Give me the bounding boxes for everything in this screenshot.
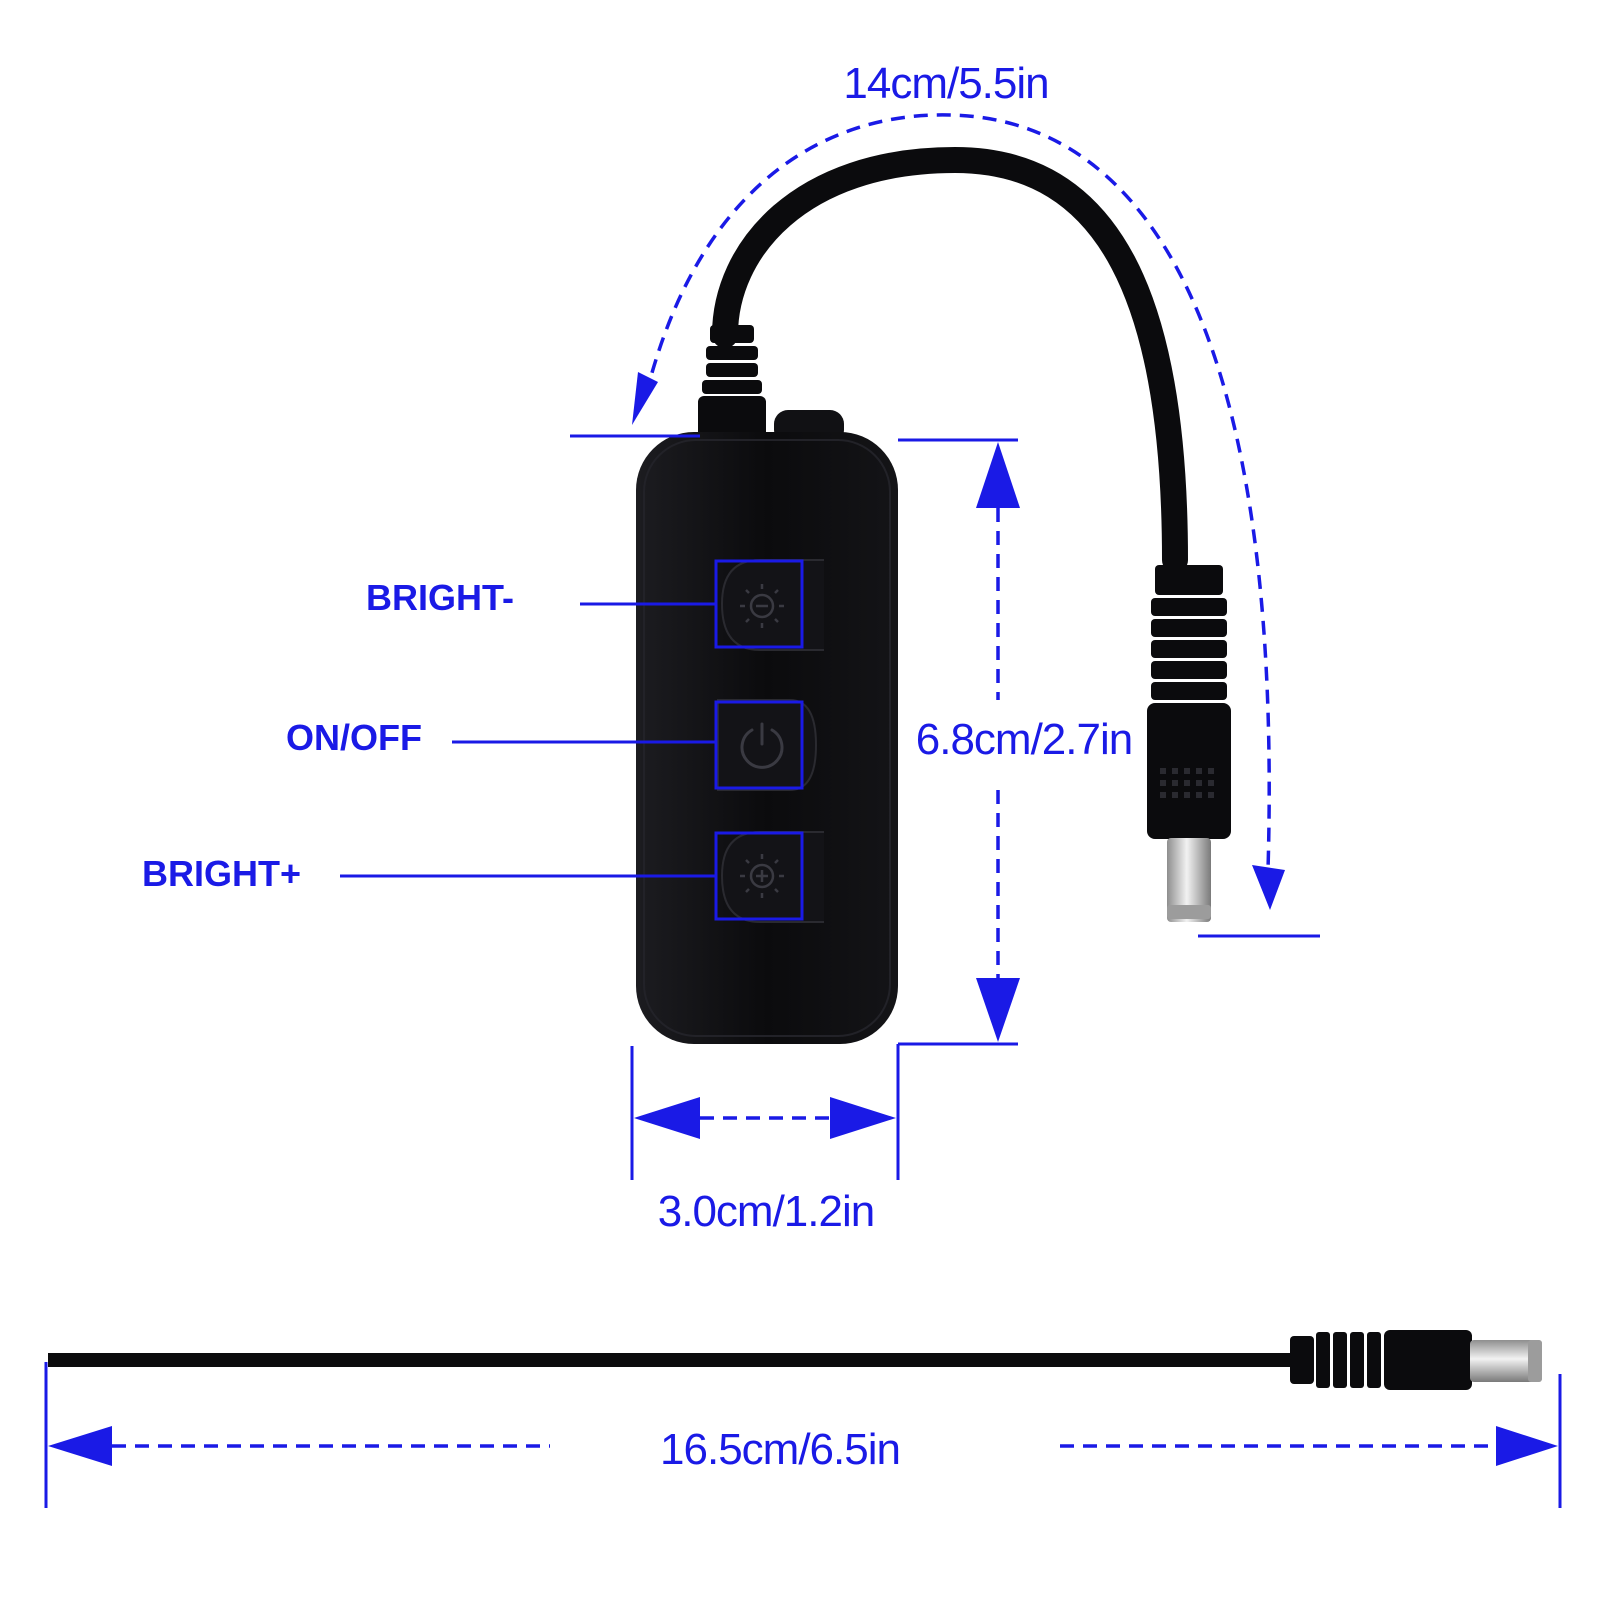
arc-dashed-line — [644, 113, 1271, 871]
on-off-label: ON/OFF — [286, 717, 422, 758]
bright-plus-button[interactable] — [714, 831, 824, 923]
height-dimension: 6.8cm/2.7in — [896, 438, 1133, 1180]
controller-device — [636, 146, 1231, 1044]
width-arrow-right — [830, 1097, 896, 1139]
dc-connector-horizontal — [1290, 1330, 1542, 1390]
bright-plus-label: BRIGHT+ — [142, 853, 301, 894]
total-length-label: 16.5cm/6.5in — [660, 1425, 900, 1474]
power-highlight — [714, 700, 804, 790]
power-icon — [740, 722, 784, 769]
strain-relief — [698, 325, 766, 438]
width-arrow-left — [634, 1097, 700, 1139]
height-arrow-up — [976, 442, 1020, 508]
bright-minus-button[interactable] — [714, 559, 824, 651]
cable — [712, 146, 1188, 573]
height-dimension-label: 6.8cm/2.7in — [916, 715, 1132, 764]
arc-dimension-label: 14cm/5.5in — [843, 59, 1048, 108]
brightness-plus-icon — [740, 854, 784, 898]
dc-connector-vertical — [1147, 565, 1231, 922]
total-length-dimension: 16.5cm/6.5in — [44, 1362, 1562, 1508]
length-arrow-left — [48, 1426, 112, 1466]
bright-minus-label: BRIGHT- — [366, 577, 514, 618]
arc-arrow-left — [632, 372, 658, 425]
cable-arc-dimension: 14cm/5.5in — [570, 59, 1320, 938]
straight-cable-view — [48, 1330, 1542, 1390]
arc-arrow-right — [1252, 865, 1285, 910]
width-dimension-label: 3.0cm/1.2in — [658, 1187, 874, 1236]
button-labels: BRIGHT- ON/OFF BRIGHT+ — [142, 577, 716, 894]
width-dimension: 3.0cm/1.2in — [630, 1046, 896, 1236]
length-arrow-right — [1496, 1426, 1558, 1466]
power-button[interactable] — [714, 699, 818, 791]
brightness-minus-icon — [740, 584, 784, 628]
height-arrow-down — [976, 978, 1020, 1042]
